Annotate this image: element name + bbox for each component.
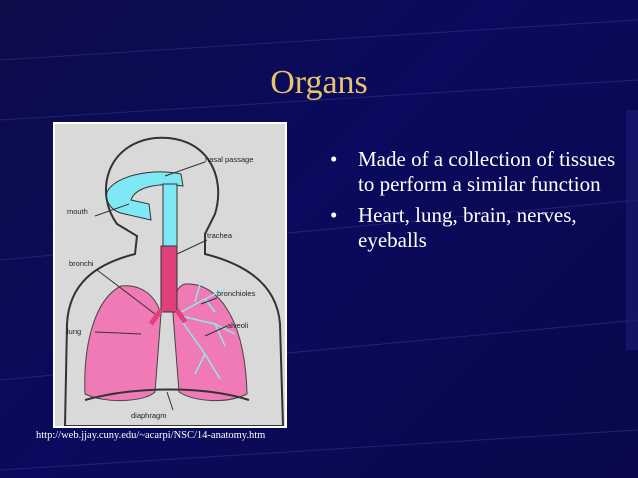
left-lung	[84, 285, 162, 402]
label-mouth: mouth	[67, 207, 88, 216]
respiratory-illustration: nasal passage mouth trachea bronchi bron…	[63, 136, 285, 426]
trachea-tube	[160, 245, 178, 313]
label-lung: lung	[67, 327, 81, 336]
source-url: http://web.jjay.cuny.edu/~acarpi/NSC/14-…	[36, 430, 266, 441]
bronchioles-tree	[180, 283, 236, 380]
bullet-marker: •	[330, 203, 338, 227]
bullet-text: Heart, lung, brain, nerves, eyeballs	[358, 203, 577, 252]
right-lung	[172, 283, 248, 402]
bronchi-branch	[148, 308, 188, 326]
bullet-marker: •	[330, 147, 338, 171]
pharynx	[162, 183, 178, 251]
label-alveoli: alveoli	[227, 321, 249, 330]
bullet-item: • Made of a collection of tissues to per…	[330, 147, 630, 197]
label-bronchioles: bronchioles	[217, 289, 256, 298]
label-nasal-passage: nasal passage	[205, 155, 253, 164]
label-bronchi: bronchi	[69, 259, 94, 268]
bullet-text: Made of a collection of tissues to perfo…	[358, 147, 616, 196]
bullet-list: • Made of a collection of tissues to per…	[330, 147, 630, 259]
bullet-item: • Heart, lung, brain, nerves, eyeballs	[330, 203, 630, 253]
slide-title: Organs	[270, 64, 368, 101]
respiratory-diagram: nasal passage mouth trachea bronchi bron…	[53, 122, 287, 428]
label-trachea: trachea	[207, 231, 233, 240]
label-diaphragm: diaphragm	[131, 411, 166, 420]
diaphragm-line	[84, 388, 250, 401]
body-outline	[63, 136, 285, 426]
